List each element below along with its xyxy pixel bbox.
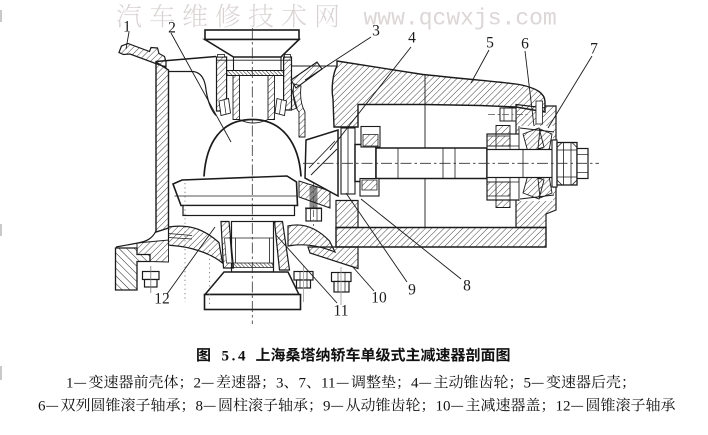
svg-text:9: 9 [323,398,331,414]
svg-text:6: 6 [38,398,46,414]
svg-text:7: 7 [590,41,598,58]
svg-text:4: 4 [408,30,416,47]
svg-text:6: 6 [521,36,529,53]
svg-text:8: 8 [463,278,471,295]
svg-text:5: 5 [524,375,532,391]
svg-text:2: 2 [194,375,202,391]
svg-text:5.4: 5.4 [222,348,249,364]
svg-text:10: 10 [371,290,387,307]
svg-text:9: 9 [408,282,416,299]
svg-text:11: 11 [334,303,349,320]
svg-text:8: 8 [196,398,204,414]
svg-text:7: 7 [299,375,307,391]
svg-text:10: 10 [436,398,451,414]
svg-text:4: 4 [411,375,419,391]
svg-text:12: 12 [154,291,170,308]
svg-text:2: 2 [168,20,176,37]
svg-text:1: 1 [66,375,74,391]
svg-text:5: 5 [486,35,494,52]
svg-text:1: 1 [123,19,131,36]
svg-text:3: 3 [276,375,284,391]
svg-text:11: 11 [321,375,335,391]
svg-text:12: 12 [556,398,571,414]
svg-text:3: 3 [372,23,380,40]
svg-text:www.qcwxjs.com: www.qcwxjs.com [364,6,557,32]
